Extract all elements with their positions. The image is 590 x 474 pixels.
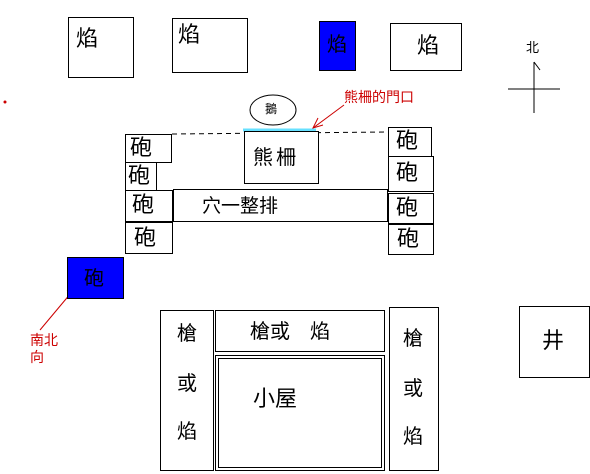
door-arrow bbox=[312, 104, 345, 129]
blue-battery-label: 砲 bbox=[84, 266, 104, 290]
bear-pen-label: 熊柵 bbox=[253, 145, 299, 169]
top-box-3-label: 焰 bbox=[327, 32, 347, 56]
right-tall-label-3: 焰 bbox=[403, 424, 423, 448]
right-battery-4-label: 砲 bbox=[397, 227, 420, 252]
red-dot bbox=[3, 100, 7, 104]
bear-pen-box: 熊柵 bbox=[244, 131, 319, 184]
north-label: 北 bbox=[526, 41, 540, 56]
top-box-4-label: 焰 bbox=[417, 34, 440, 59]
right-tall-box: 槍 或 焰 bbox=[389, 307, 439, 471]
north-south-note-line2: 向 bbox=[30, 350, 44, 366]
hut-box: 小屋 bbox=[215, 355, 385, 471]
blue-battery: 砲 bbox=[67, 257, 124, 299]
right-tall-label-2: 或 bbox=[403, 376, 423, 400]
compass-arrow-tip bbox=[533, 61, 541, 71]
top-box-4: 焰 bbox=[390, 23, 462, 71]
bird-label: 鵝 bbox=[265, 102, 278, 116]
hut-inner-box: 小屋 bbox=[218, 358, 382, 468]
right-battery-2: 砲 bbox=[388, 156, 434, 192]
bird-ellipse bbox=[249, 94, 297, 126]
top-box-2: 焰 bbox=[172, 18, 248, 73]
left-tall-label-1: 槍 bbox=[177, 321, 197, 345]
hut-label: 小屋 bbox=[253, 387, 298, 412]
right-battery-4: 砲 bbox=[388, 224, 434, 255]
right-battery-3: 砲 bbox=[388, 193, 434, 224]
right-battery-1-label: 砲 bbox=[396, 129, 419, 154]
north-south-note-line1: 南北 bbox=[30, 333, 58, 349]
left-battery-1: 砲 bbox=[125, 134, 172, 163]
top-box-1-label: 焰 bbox=[76, 27, 99, 52]
door-arrow-head bbox=[312, 117, 324, 129]
right-battery-3-label: 砲 bbox=[396, 196, 419, 221]
left-battery-2: 砲 bbox=[125, 162, 157, 191]
left-tall-label-3: 焰 bbox=[177, 419, 197, 443]
right-battery-2-label: 砲 bbox=[396, 161, 419, 186]
left-tall-box: 槍 或 焰 bbox=[160, 310, 214, 471]
bottom-long-box: 槍或 焰 bbox=[215, 310, 385, 352]
left-tall-label-2: 或 bbox=[177, 371, 197, 395]
right-tall-label-1: 槍 bbox=[403, 326, 423, 350]
left-battery-4-label: 砲 bbox=[134, 226, 157, 251]
top-box-3-blue: 焰 bbox=[319, 21, 356, 71]
bottom-long-label: 槍或 焰 bbox=[250, 319, 330, 343]
trench-bar: 穴一整排 bbox=[173, 189, 388, 222]
top-box-2-label: 焰 bbox=[178, 23, 201, 48]
left-battery-4: 砲 bbox=[125, 222, 173, 254]
well-box: 井 bbox=[519, 306, 590, 378]
left-battery-3-label: 砲 bbox=[132, 193, 155, 218]
left-battery-2-label: 砲 bbox=[128, 164, 151, 189]
top-box-1: 焰 bbox=[68, 17, 134, 78]
right-battery-1: 砲 bbox=[388, 127, 432, 157]
trench-label: 穴一整排 bbox=[202, 195, 279, 217]
door-note: 熊柵的門口 bbox=[344, 90, 414, 106]
well-label: 井 bbox=[542, 329, 565, 354]
left-battery-3: 砲 bbox=[125, 190, 173, 222]
left-battery-1-label: 砲 bbox=[130, 136, 153, 161]
